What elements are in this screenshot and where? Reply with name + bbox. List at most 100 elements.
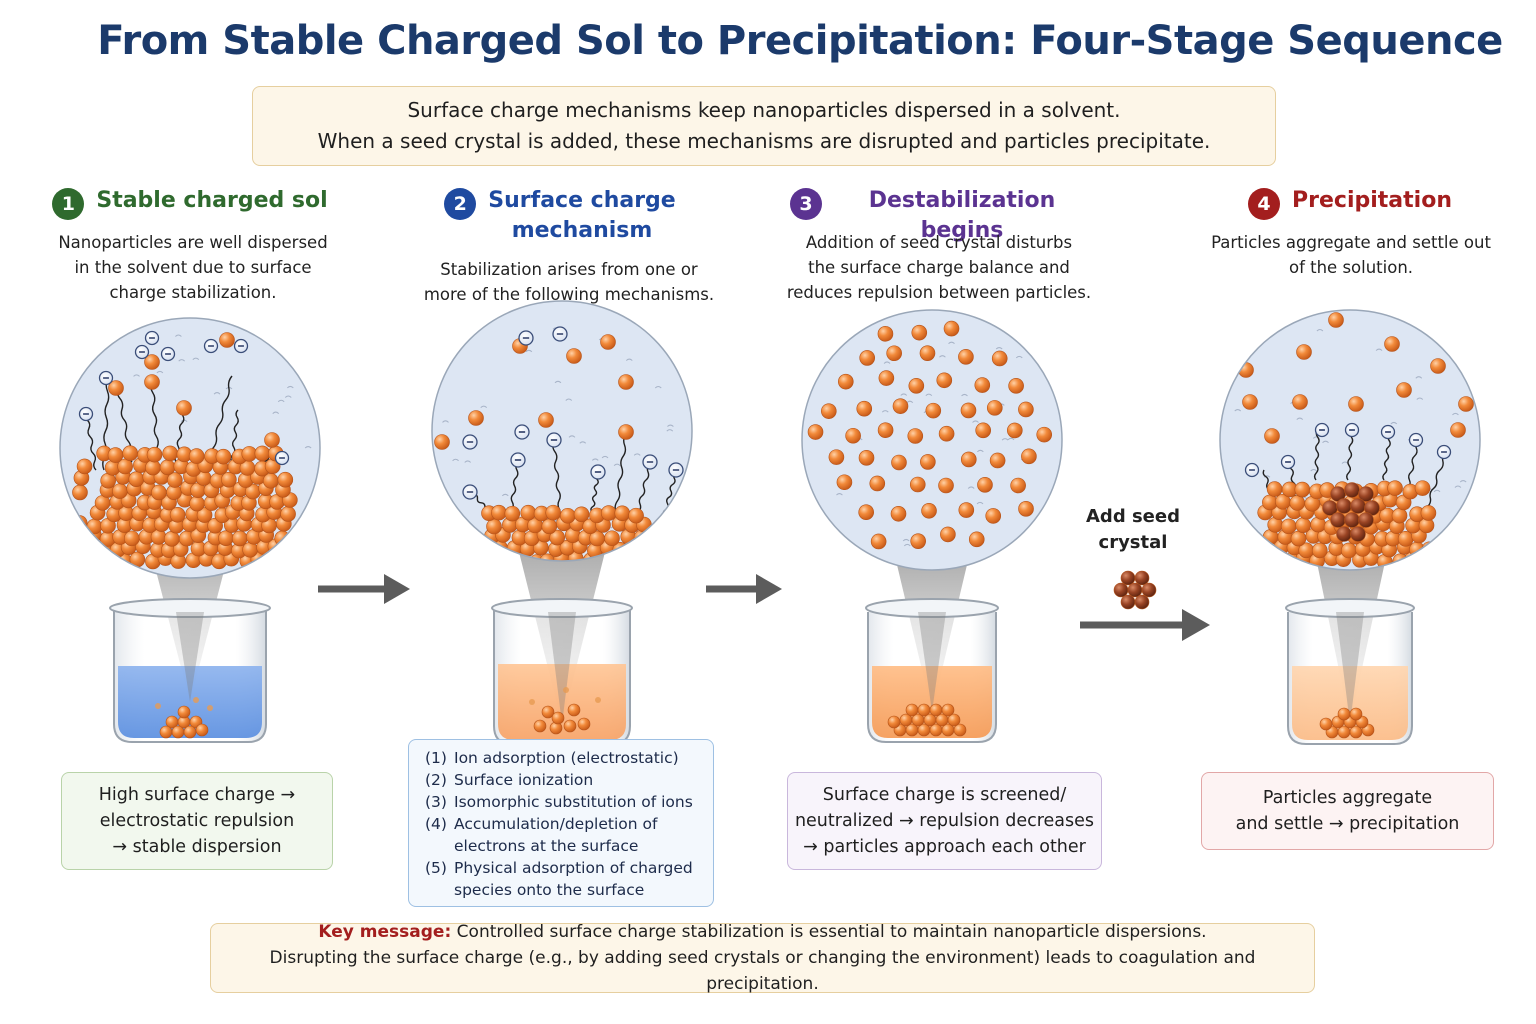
intro-line-1: Surface charge mechanisms keep nanoparti…	[407, 98, 1121, 122]
stage-3-desc-line: reduces repulsion between particles.	[786, 283, 1092, 302]
nanoparticle	[911, 324, 928, 341]
nanoparticle	[958, 502, 975, 518]
nanoparticle	[504, 505, 521, 522]
key-message-line-1: Key message: Controlled surface charge s…	[318, 919, 1206, 945]
nanoparticle	[1349, 707, 1363, 721]
stage-4-number: 4	[1248, 188, 1281, 220]
nanoparticle	[807, 424, 824, 440]
mechanism-number: (5)	[425, 859, 447, 877]
nanoparticle	[938, 477, 954, 494]
nanoparticle	[221, 471, 237, 488]
nanoparticle	[551, 711, 565, 725]
nanoparticle	[943, 320, 960, 337]
nanoparticle	[929, 703, 943, 717]
stage-2-description: Stabilization arises from one or more of…	[406, 257, 732, 307]
nanoparticle	[1007, 422, 1023, 439]
nanoparticle	[991, 350, 1008, 367]
key-message-box: Key message: Controlled surface charge s…	[210, 922, 1315, 994]
nanoparticle	[1113, 582, 1129, 598]
nanoparticle	[907, 428, 924, 444]
mechanism-text: electrons at the surface	[454, 837, 639, 855]
stage-4-summary-box: Particles aggregate and settle → precipi…	[1201, 772, 1494, 850]
nanoparticle	[968, 531, 985, 548]
summary-line: Surface charge is screened/	[822, 785, 1067, 805]
nanoparticle	[1239, 550, 1256, 566]
nanoparticle	[171, 725, 185, 739]
nanoparticle	[1414, 480, 1431, 496]
nanoparticle	[468, 410, 484, 426]
nanoparticle	[1421, 541, 1438, 558]
nanoparticle	[159, 725, 173, 739]
summary-line: → stable dispersion	[112, 837, 282, 857]
nanoparticle	[79, 541, 95, 558]
nanoparticle	[608, 551, 625, 561]
stage-4-description: Particles aggregate and settle out of th…	[1196, 230, 1506, 280]
nanoparticle	[69, 529, 85, 545]
mechanism-item: (3)Isomorphic substitution of ions	[425, 791, 707, 813]
nanoparticle	[457, 550, 474, 561]
mechanism-number: (3)	[425, 793, 447, 811]
magnifier-cones	[148, 540, 1388, 724]
nanoparticle	[1319, 717, 1333, 731]
nanoparticle	[1010, 477, 1026, 494]
beaker-icon	[491, 598, 633, 745]
arrow-right-icon	[318, 574, 410, 604]
settled-particles	[155, 687, 1375, 739]
stage-4-desc-line: of the solution.	[1288, 258, 1414, 277]
nanoparticle	[941, 703, 955, 717]
nanoparticle	[986, 400, 1003, 416]
nanoparticle	[563, 719, 577, 733]
nanoparticle	[473, 552, 489, 561]
nanoparticle	[573, 506, 590, 523]
mechanism-text: Ion adsorption (electrostatic)	[454, 749, 679, 767]
nanoparticle	[1349, 725, 1363, 739]
nanoparticle	[649, 550, 666, 561]
arrow-right-icon	[1080, 609, 1210, 641]
stage-1-number: 1	[52, 188, 85, 220]
stage-2-desc-line: Stabilization arises from one or	[440, 260, 698, 279]
mechanism-text: Physical adsorption of charged	[454, 859, 693, 877]
nanoparticle	[938, 425, 955, 442]
mechanism-item: (4)Accumulation/depletion of	[425, 813, 707, 835]
key-message-text: Controlled surface charge stabilization …	[456, 922, 1207, 942]
stage-2-number: 2	[444, 188, 477, 220]
stage-2-title-line: mechanism	[511, 218, 653, 243]
nanoparticle	[625, 541, 642, 557]
nanoparticle	[280, 506, 296, 522]
nanoparticle	[146, 446, 163, 463]
nanoparticle	[1358, 512, 1374, 528]
nanoparticle	[947, 713, 961, 727]
nanoparticle	[76, 458, 93, 475]
nanoparticle	[128, 471, 145, 487]
nanoparticle	[566, 348, 582, 364]
nanoparticle	[1008, 378, 1024, 394]
nanoparticle	[188, 448, 205, 464]
nanoparticle	[837, 373, 854, 390]
nanoparticle	[1328, 312, 1344, 328]
nanoparticle	[1292, 394, 1308, 410]
nanoparticle	[1340, 542, 1357, 559]
nanoparticle	[1127, 582, 1143, 598]
nanoparticle	[539, 553, 556, 561]
nanoparticle	[195, 723, 209, 737]
nanoparticle	[975, 422, 991, 439]
nanoparticle	[434, 434, 450, 450]
nanoparticle	[1253, 554, 1270, 570]
nanoparticle	[1344, 512, 1360, 528]
mechanism-number: (2)	[425, 771, 447, 789]
nanoparticle	[60, 551, 64, 568]
mechanism-text: Surface ionization	[454, 771, 594, 789]
nanoparticle	[1036, 426, 1053, 443]
nanoparticle	[107, 447, 124, 463]
nanoparticle	[1264, 428, 1280, 444]
nanoparticle	[887, 715, 901, 729]
mechanism-list: (1)Ion adsorption (electrostatic)(2)Surf…	[408, 739, 714, 907]
nanoparticle	[218, 530, 234, 547]
nanoparticle	[974, 377, 991, 393]
nanoparticle	[1396, 382, 1412, 398]
nanoparticle	[1336, 526, 1352, 542]
mechanism-item: species onto the surface	[425, 879, 707, 901]
nanoparticle	[921, 502, 937, 519]
nanoparticle	[919, 345, 936, 361]
nanoparticle	[905, 703, 919, 717]
